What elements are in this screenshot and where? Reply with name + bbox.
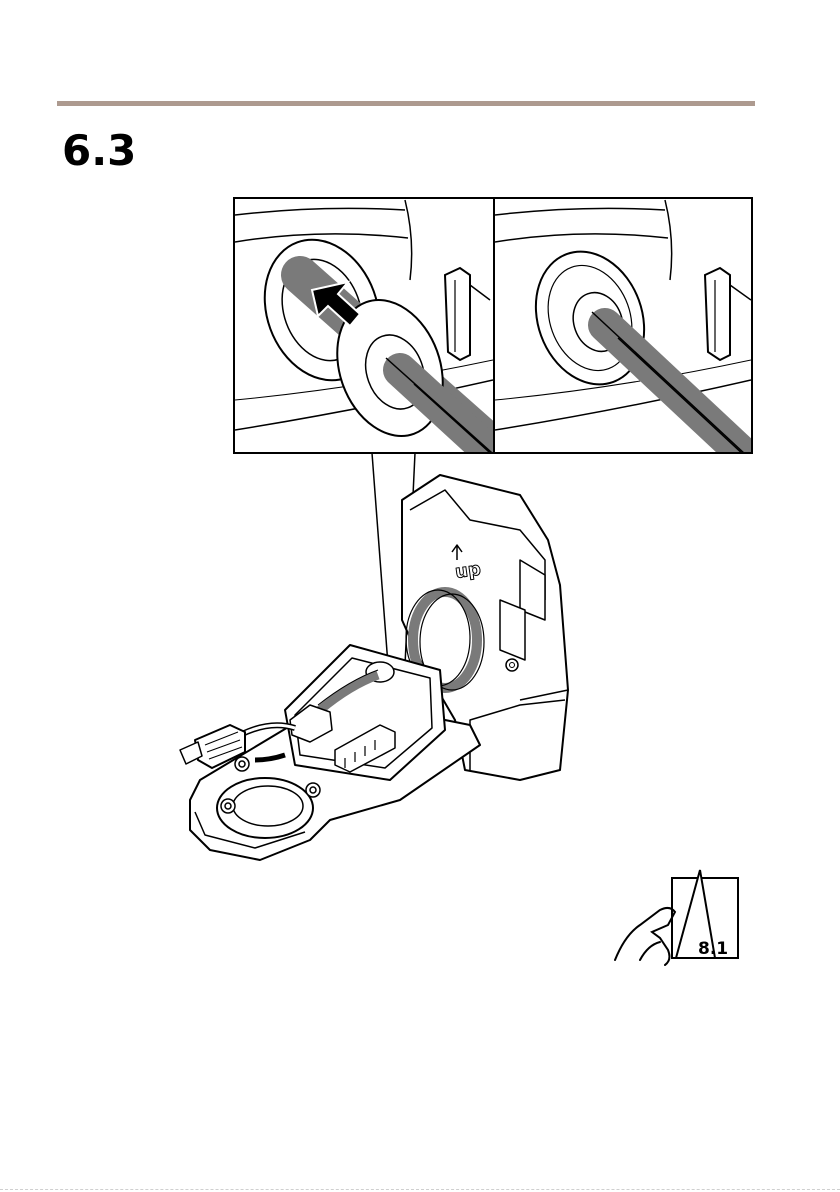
page-reference-label: 8.1 [698,939,728,959]
embossed-up-label: up [454,559,482,583]
page-reference: 8.1 [615,870,738,965]
hand-turn-page-icon [615,908,675,965]
page-bottom-edge [0,1189,840,1190]
main-unit: up [180,475,568,860]
